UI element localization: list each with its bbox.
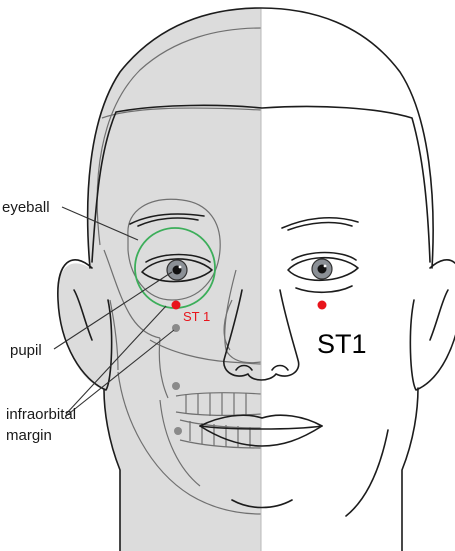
head-outline [86, 7, 434, 551]
right-eye [287, 251, 359, 294]
leader-lines [53, 206, 175, 417]
eyeball-leader [61, 206, 139, 241]
pupil-leader [53, 271, 173, 350]
label-pupil: pupil [10, 342, 42, 359]
acupoint-label-small: ST 1 [183, 309, 210, 324]
acupoint-st1-right [317, 300, 327, 310]
acupoint-st1-left [171, 300, 181, 310]
skull-marker [174, 427, 182, 435]
skull-outline [96, 27, 261, 515]
label-infraorbital: infraorbital [6, 406, 76, 423]
left-ear [57, 259, 113, 391]
skull-marker [172, 382, 180, 390]
infraorbital-leader-skull [65, 329, 175, 417]
right-eyebrow [281, 216, 359, 229]
acupoint-label-large: ST1 [317, 329, 367, 359]
hairline [91, 104, 431, 263]
nose [223, 289, 300, 381]
left-eyebrow [129, 213, 205, 225]
right-ear [409, 259, 455, 391]
label-eyeball: eyeball [2, 199, 50, 216]
left-eye [141, 253, 213, 283]
label-margin: margin [6, 427, 52, 444]
infraorbital-leader [65, 305, 167, 415]
jaw-line [231, 499, 293, 509]
head-line-art [57, 7, 455, 551]
